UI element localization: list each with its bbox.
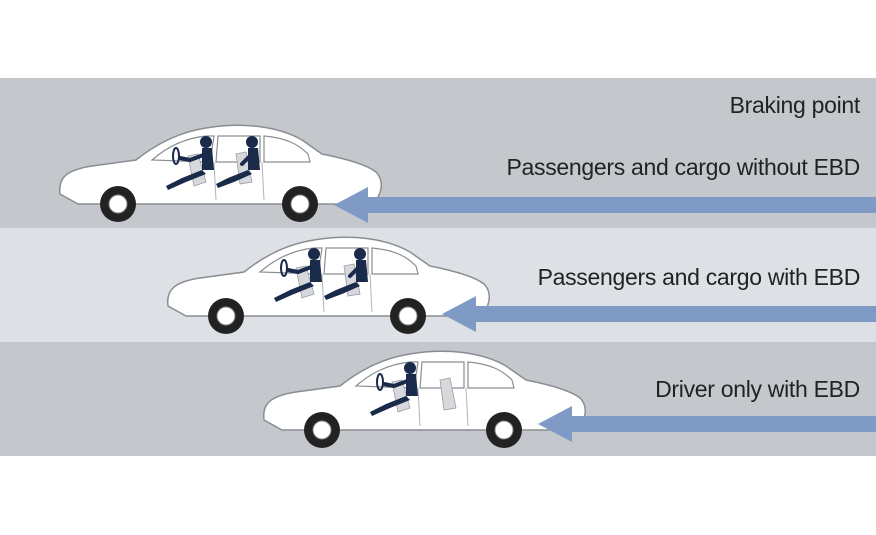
row-label-without-ebd: Passengers and cargo without EBD (506, 154, 861, 180)
left-arrow-icon (538, 406, 876, 442)
row-label-driver-only: Driver only with EBD (655, 376, 860, 402)
row-label-with-ebd: Passengers and cargo with EBD (537, 264, 861, 290)
car-icon (166, 236, 491, 335)
left-arrow-icon (442, 296, 876, 332)
car-icon (262, 350, 587, 449)
braking-point-title: Braking point (729, 92, 861, 118)
car-icon (58, 124, 383, 223)
left-arrow-icon (334, 187, 876, 223)
ebd-braking-diagram: Braking point Passengers and cargo witho… (0, 78, 876, 456)
diagram-artwork (58, 124, 876, 449)
